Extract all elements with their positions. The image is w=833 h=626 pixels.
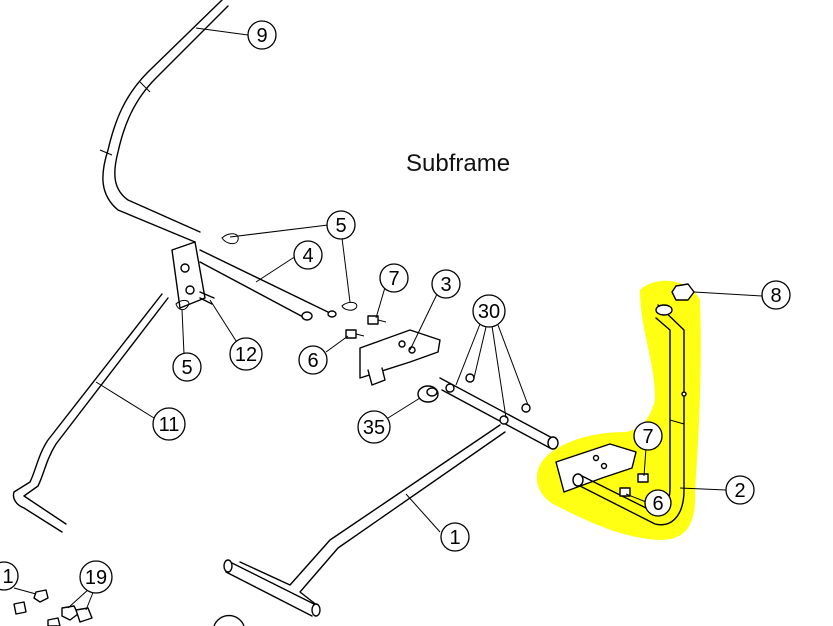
callout-partial-bottom: [213, 614, 245, 626]
part-19-hardware: [13, 589, 93, 626]
callout-19: 19: [79, 560, 113, 594]
part-4-shaft: [171, 241, 337, 321]
part-5-clip-left: [175, 299, 190, 311]
part-6-bolt-left: [345, 329, 365, 339]
callout-30: 30: [472, 294, 506, 328]
callout-35: 35: [357, 410, 391, 444]
svg-text:11: 11: [159, 414, 180, 436]
svg-text:6: 6: [652, 493, 663, 515]
callout-3: 3: [431, 269, 461, 299]
diagram-title: Subframe: [406, 150, 510, 177]
part-1-frame: [223, 424, 506, 617]
callout-9: 9: [247, 20, 277, 50]
svg-text:19: 19: [85, 567, 107, 589]
part-7-bolt-right: [637, 473, 649, 483]
callout-1: 1: [440, 522, 470, 552]
part-2-bracket: [555, 304, 687, 526]
callout-7-right: 7: [633, 421, 663, 451]
part-2-highlight: [536, 280, 701, 540]
part-12-pin: [199, 291, 215, 305]
callout-6-right: 6: [644, 489, 672, 517]
callout-6-left: 6: [298, 345, 328, 375]
callout-12: 12: [229, 337, 263, 371]
svg-text:8: 8: [770, 285, 781, 307]
leader-lines: [13, 27, 763, 611]
part-6-bolt-right: [619, 487, 631, 497]
callout-8: 8: [761, 280, 791, 310]
svg-text:3: 3: [440, 274, 451, 296]
callout-5-left: 5: [172, 352, 202, 382]
callout-7-left: 7: [379, 263, 409, 293]
part-35-bushing: [417, 385, 439, 403]
svg-text:1: 1: [449, 527, 460, 549]
svg-text:2: 2: [734, 480, 745, 502]
svg-text:1: 1: [2, 566, 13, 588]
svg-text:7: 7: [388, 268, 399, 290]
callout-4: 4: [293, 240, 323, 270]
svg-text:5: 5: [181, 357, 192, 379]
svg-text:30: 30: [478, 301, 500, 323]
svg-text:6: 6: [307, 350, 318, 372]
part-5-clip-mid: [341, 301, 358, 311]
callout-2: 2: [725, 475, 755, 505]
part-9-handle: [99, 0, 229, 243]
svg-text:4: 4: [302, 245, 313, 267]
part-7-bolt-left: [367, 315, 387, 325]
part-3-bracket: [359, 329, 441, 386]
svg-text:5: 5: [335, 215, 346, 237]
callout-11: 11: [152, 407, 186, 441]
callout-5-top: 5: [326, 210, 356, 240]
part-11-rod: [12, 293, 169, 533]
callout-21-partial: 1: [0, 561, 19, 591]
svg-text:12: 12: [235, 344, 257, 366]
part-5-clip-top: [221, 233, 239, 245]
svg-text:35: 35: [363, 417, 385, 439]
svg-text:7: 7: [642, 426, 653, 448]
part-8-nut: [671, 283, 695, 301]
svg-text:9: 9: [256, 25, 267, 47]
part-30-shaft: [439, 373, 559, 450]
